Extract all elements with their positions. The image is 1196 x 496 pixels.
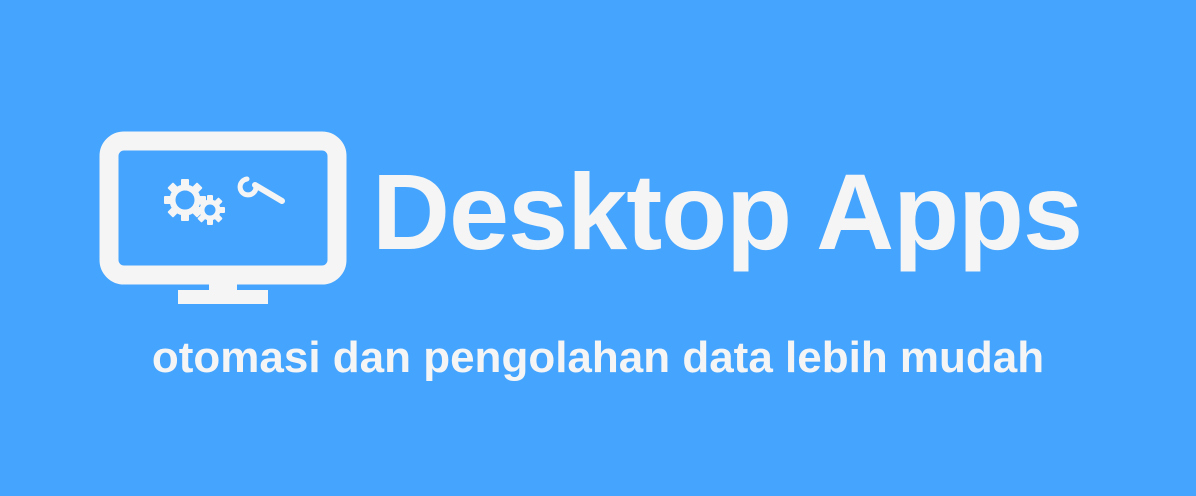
tagline: otomasi dan pengolahan data lebih mudah	[151, 333, 1045, 382]
large-gear-icon	[164, 179, 206, 221]
desktop-settings-icon	[99, 131, 347, 304]
small-gear-icon	[195, 195, 225, 225]
wrench-icon	[237, 176, 285, 204]
page-title: Desktop Apps	[372, 151, 1083, 272]
